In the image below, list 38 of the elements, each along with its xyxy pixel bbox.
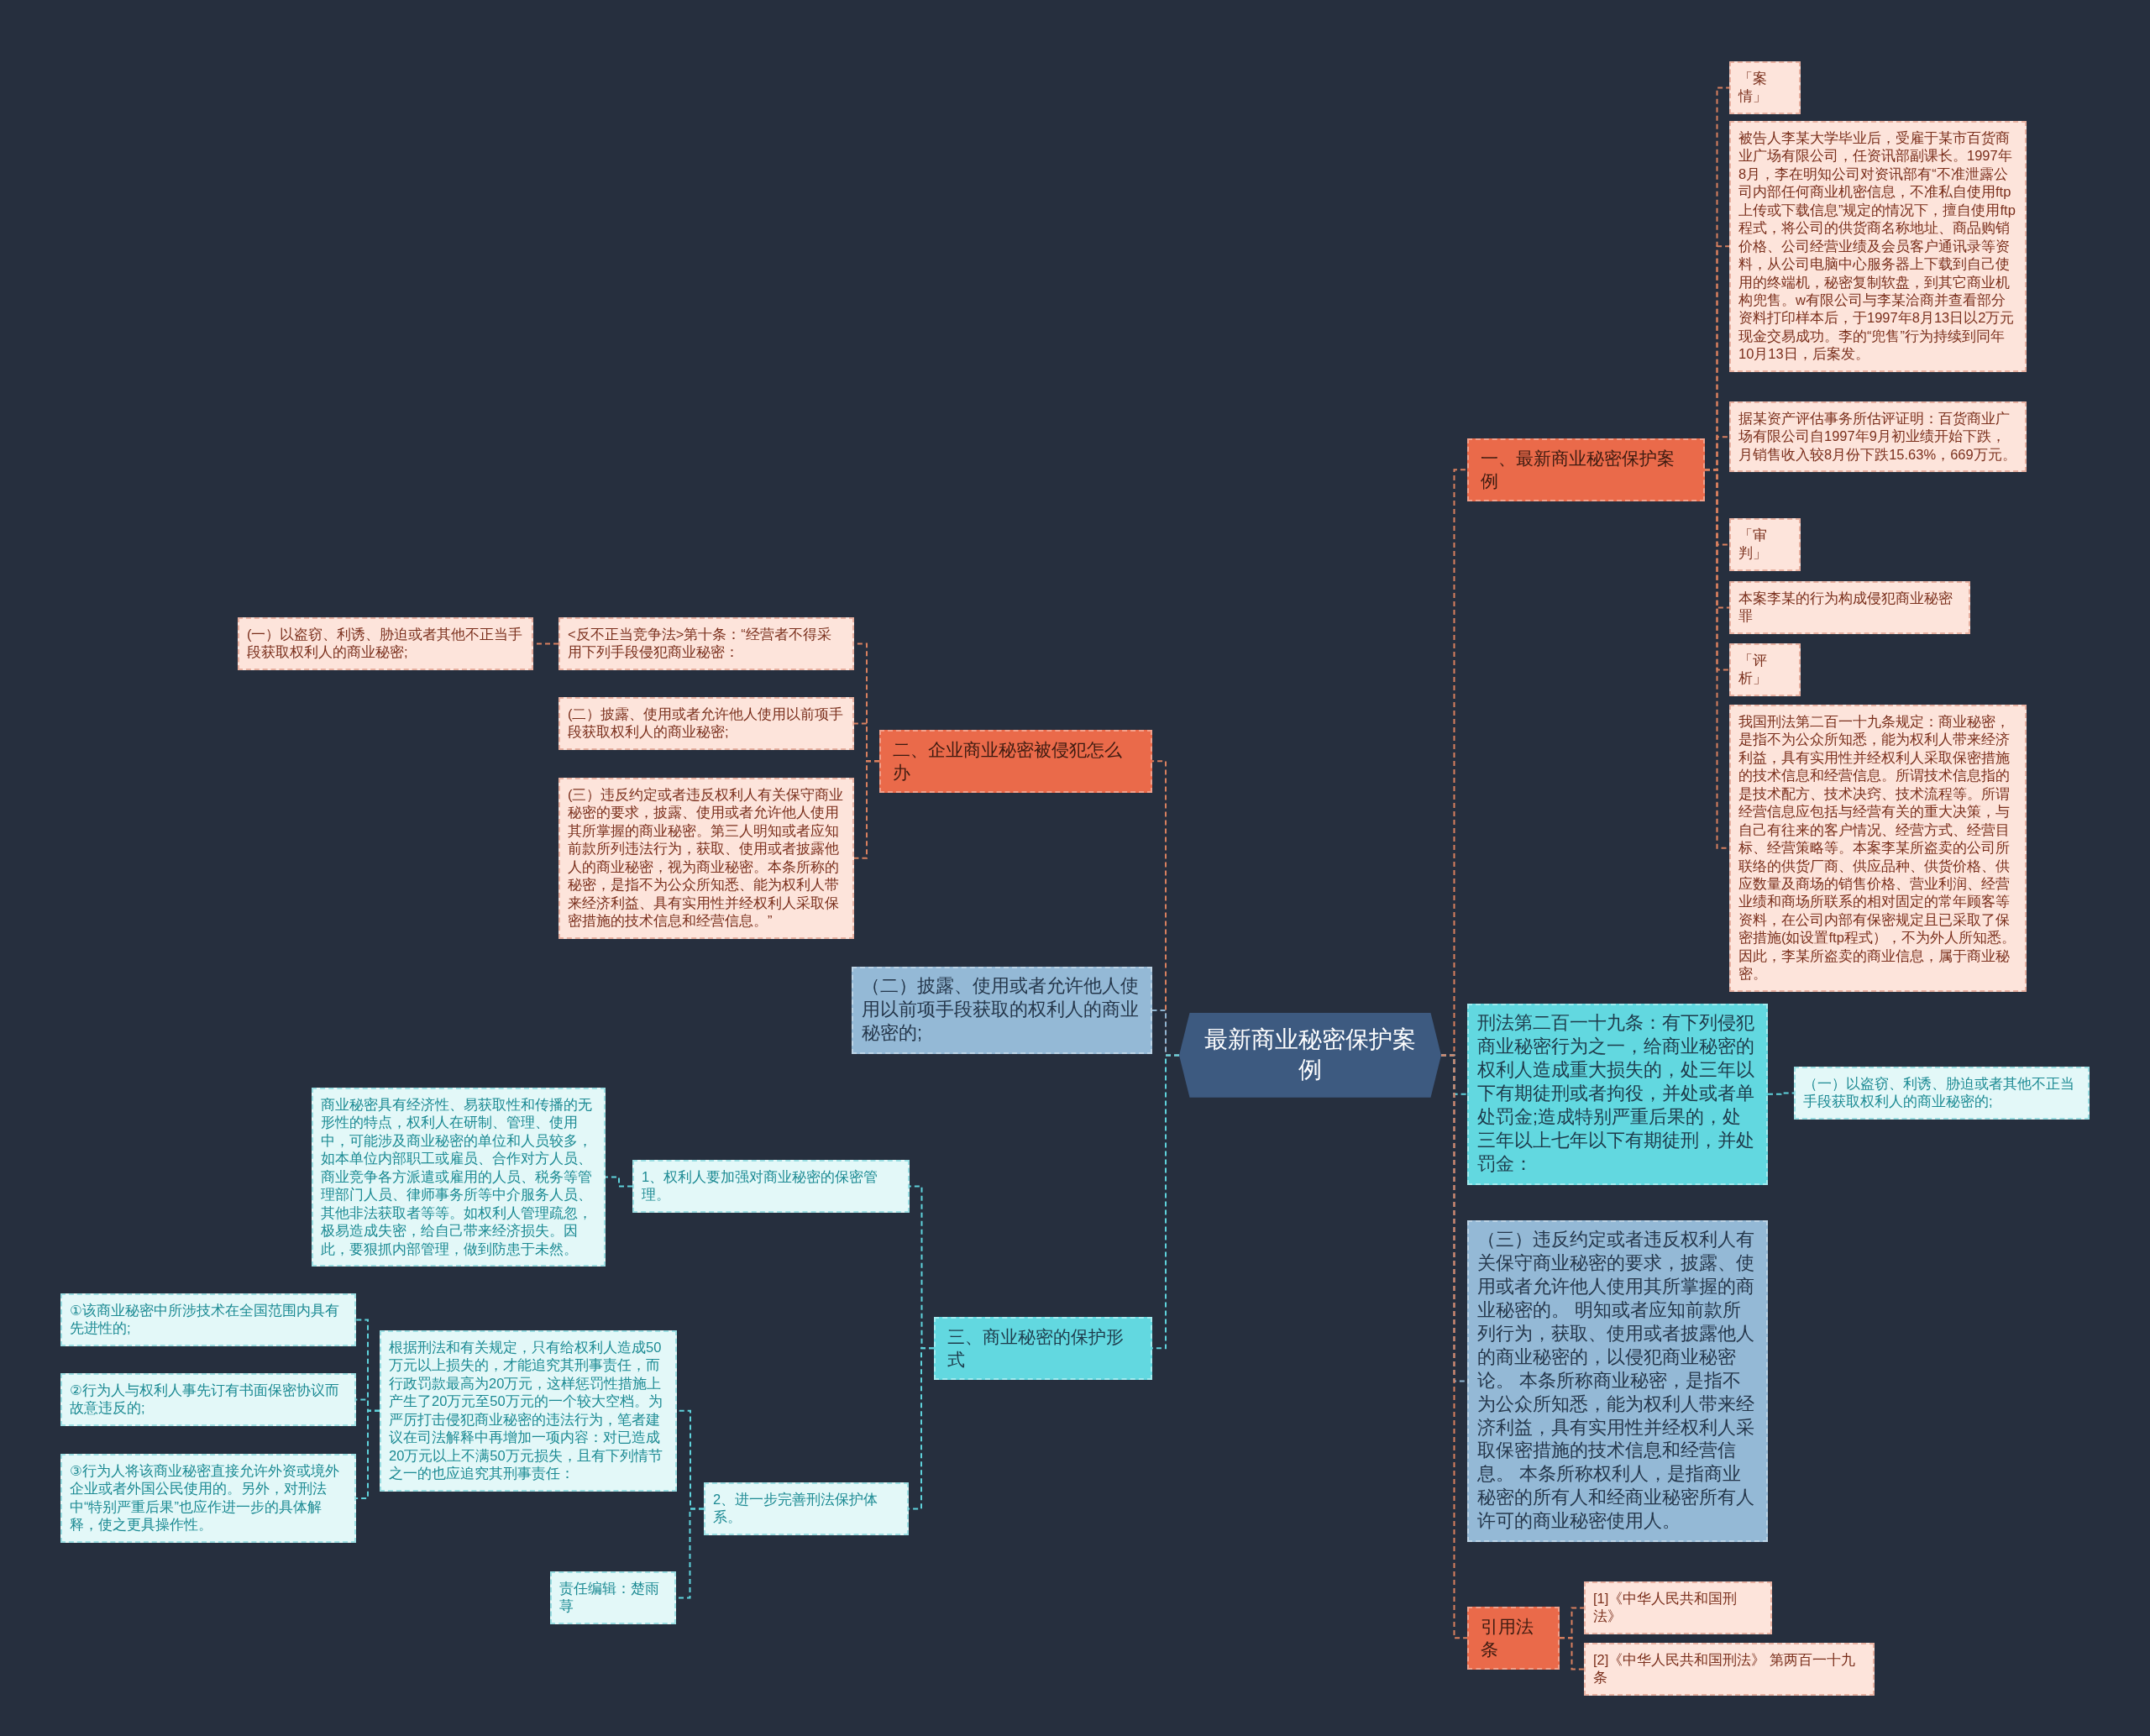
connector-line	[1559, 1637, 1585, 1670]
note-box: (二）披露、使用或者允许他人使用以前项手段获取权利人的商业秘密;	[558, 697, 854, 750]
connector-line	[853, 760, 880, 859]
note-box: 据某资产评估事务所估评证明：百货商业广场有限公司自1997年9月初业绩开始下跌，月销售收入较8月份下跌15.63%，669万元。	[1729, 401, 2027, 473]
topic-box: （三）违反约定或者违反权利人有关保守商业秘密的要求，披露、使用或者允许他人使用其所掌握的商业秘密的。 明知或者应知前款所列行为，获取、使用或者披露他人的商业秘密的，以侵犯商业秘密论。 本条所称商业秘密，是指不为公众所知悉，能为权利人带来经济利益，具有实用性并经权利人采取保密措施的技术信息和经营信息。 本条所称权利人，是指商业秘密的所有人和经商业秘密所有人许可的商业秘密使用人。	[1467, 1220, 1768, 1543]
note-box: （一）以盗窃、利诱、胁迫或者其他不正当手段获取权利人的商业秘密的;	[1794, 1067, 2090, 1120]
note-box: [2]《中华人民共和国刑法》 第两百一十九条	[1584, 1643, 1875, 1696]
note-box: 根据刑法和有关规定，只有给权利人造成50万元以上损失的，才能追究其刑事责任，而行政罚款最高为20万元，这样惩罚性措施上产生了20万元至50万元的一个较大空档。为严厉打击侵犯商业秘密的违法行为，笔者建议在司法解释中再增加一项内容：对已造成20万元以上不满50万元损失，且有下列情节之一的也应追究其刑事责任：	[380, 1330, 677, 1492]
topic-box: 二、企业商业秘密被侵犯怎么办	[879, 730, 1152, 793]
note-box: ①该商业秘密中所涉技术在全国范围内具有先进性的;	[60, 1293, 356, 1346]
note-box: [1]《中华人民共和国刑法》	[1584, 1581, 1772, 1634]
note-box: 「审判」	[1729, 518, 1801, 571]
connector-line	[1151, 1054, 1180, 1350]
topic-box: 一、最新商业秘密保护案例	[1467, 438, 1705, 501]
connector-line	[1767, 1092, 1795, 1095]
topic-box: （二）披露、使用或者允许他人使用以前项手段获取的权利人的商业秘密的;	[852, 967, 1152, 1054]
note-box: ②行为人与权利人事先订有书面保密协议而故意违反的;	[60, 1373, 356, 1426]
note-box: 「案情」	[1729, 61, 1801, 114]
note-box: 1、权利人要加强对商业秘密的保密管理。	[632, 1160, 910, 1213]
connector-line	[908, 1347, 935, 1510]
note-box: <反不正当竞争法>第十条：“经营者不得采用下列手段侵犯商业秘密：	[558, 617, 854, 670]
note-box: 商业秘密具有经济性、易获取性和传播的无形性的特点，权利人在研制、管理、使用中，可能涉及商业秘密的单位和人员较多，如本单位内部职工或雇员、合作对方人员、商业竞争各方派遣或雇用的人员、税务等管理部门人员、律师事务所等中介服务人员、其他非法获取者等等。如权利人管理疏忽，极易造成失密，给自己带来经济损失。因此，要狠抓内部管理，做到防患于未然。	[312, 1088, 606, 1267]
note-box: 「评析」	[1729, 643, 1801, 696]
topic-box: 刑法第二百一十九条：有下列侵犯商业秘密行为之一，给商业秘密的权利人造成重大损失的，处三年以下有期徒刑或者拘役，并处或者单处罚金;造成特别严重后果的，处三年以上七年以下有期徒刑，并处罚金：	[1467, 1004, 1768, 1185]
topic-box: 引用法条	[1467, 1607, 1560, 1670]
note-box: (一）以盗窃、利诱、胁迫或者其他不正当手段获取权利人的商业秘密;	[238, 617, 533, 670]
topic-box: 三、商业秘密的保护形式	[934, 1317, 1152, 1380]
note-box: 责任编辑：楚雨荨	[550, 1571, 676, 1624]
note-box: 2、进一步完善刑法保护体系。	[704, 1482, 909, 1535]
central-topic: 最新商业秘密保护案例	[1179, 1013, 1441, 1098]
connector-line	[605, 1176, 633, 1188]
connector-line	[1440, 1054, 1468, 1639]
note-box: ③行为人将该商业秘密直接允许外资或境外企业或者外国公民使用的。另外，对刑法中“特别严重后果”也应作进一步的具体解释，使之更具操作性。	[60, 1454, 356, 1543]
note-box: (三）违反约定或者违反权利人有关保守商业秘密的要求，披露、使用或者允许他人使用其所掌握的商业秘密。第三人明知或者应知前款所列违法行为，获取、使用或者披露他人的商业秘密，视为商业秘密。本条所称的秘密，是指不为公众所知悉、能为权利人带来经济利益、具有实用性并经权利人采取保密措施的技术信息和经营信息。”	[558, 778, 854, 939]
note-box: 我国刑法第二百一十九条规定：商业秘密，是指不为公众所知悉，能为权利人带来经济利益，具有实用性并经权利人采取保密措施的技术信息和经营信息。所谓技术信息指的是技术配方、技术决窍、技术流程等。所谓经营信息应包括与经营有关的重大决策，与自己有往来的客户情况、经营方式、经营目标、经营策略等。本案李某所盗卖的公司所联络的供货厂商、供应品种、供货价格、供应数量及商场的销售价格、营业利润、经营业绩和商场所联系的相对固定的常年顾客等资料，在公司内部有保密规定且已采取了保密措施(如设置ftp程式），不为外人所知悉。因此，李某所盗卖的商业信息，属于商业秘密。	[1729, 705, 2027, 992]
note-box: 本案李某的行为构成侵犯商业秘密罪	[1729, 581, 1970, 634]
connector-line	[355, 1409, 380, 1499]
note-box: 被告人李某大学毕业后，受雇于某市百货商业广场有限公司，任资讯部副课长。1997年8月，李在明知公司对资讯部有“不准泄露公司内部任何商业机密信息，不准私自使用ftp上传或下载信息”规定的情况下，擅自使用ftp程式，将公司的供货商名称地址、商品购销价格、公司经营业绩及会员客户通讯录等资料，从公司电脑中心服务器上下载到自己使用的终端机，秘密复制软盘，到其它商业机构兜售。w有限公司与李某洽商并查看部分资料打印样本后，于1997年8月13日以2万元现金交易成功。李的“兜售”行为持续到同年10月13日，后案发。	[1729, 121, 2027, 372]
